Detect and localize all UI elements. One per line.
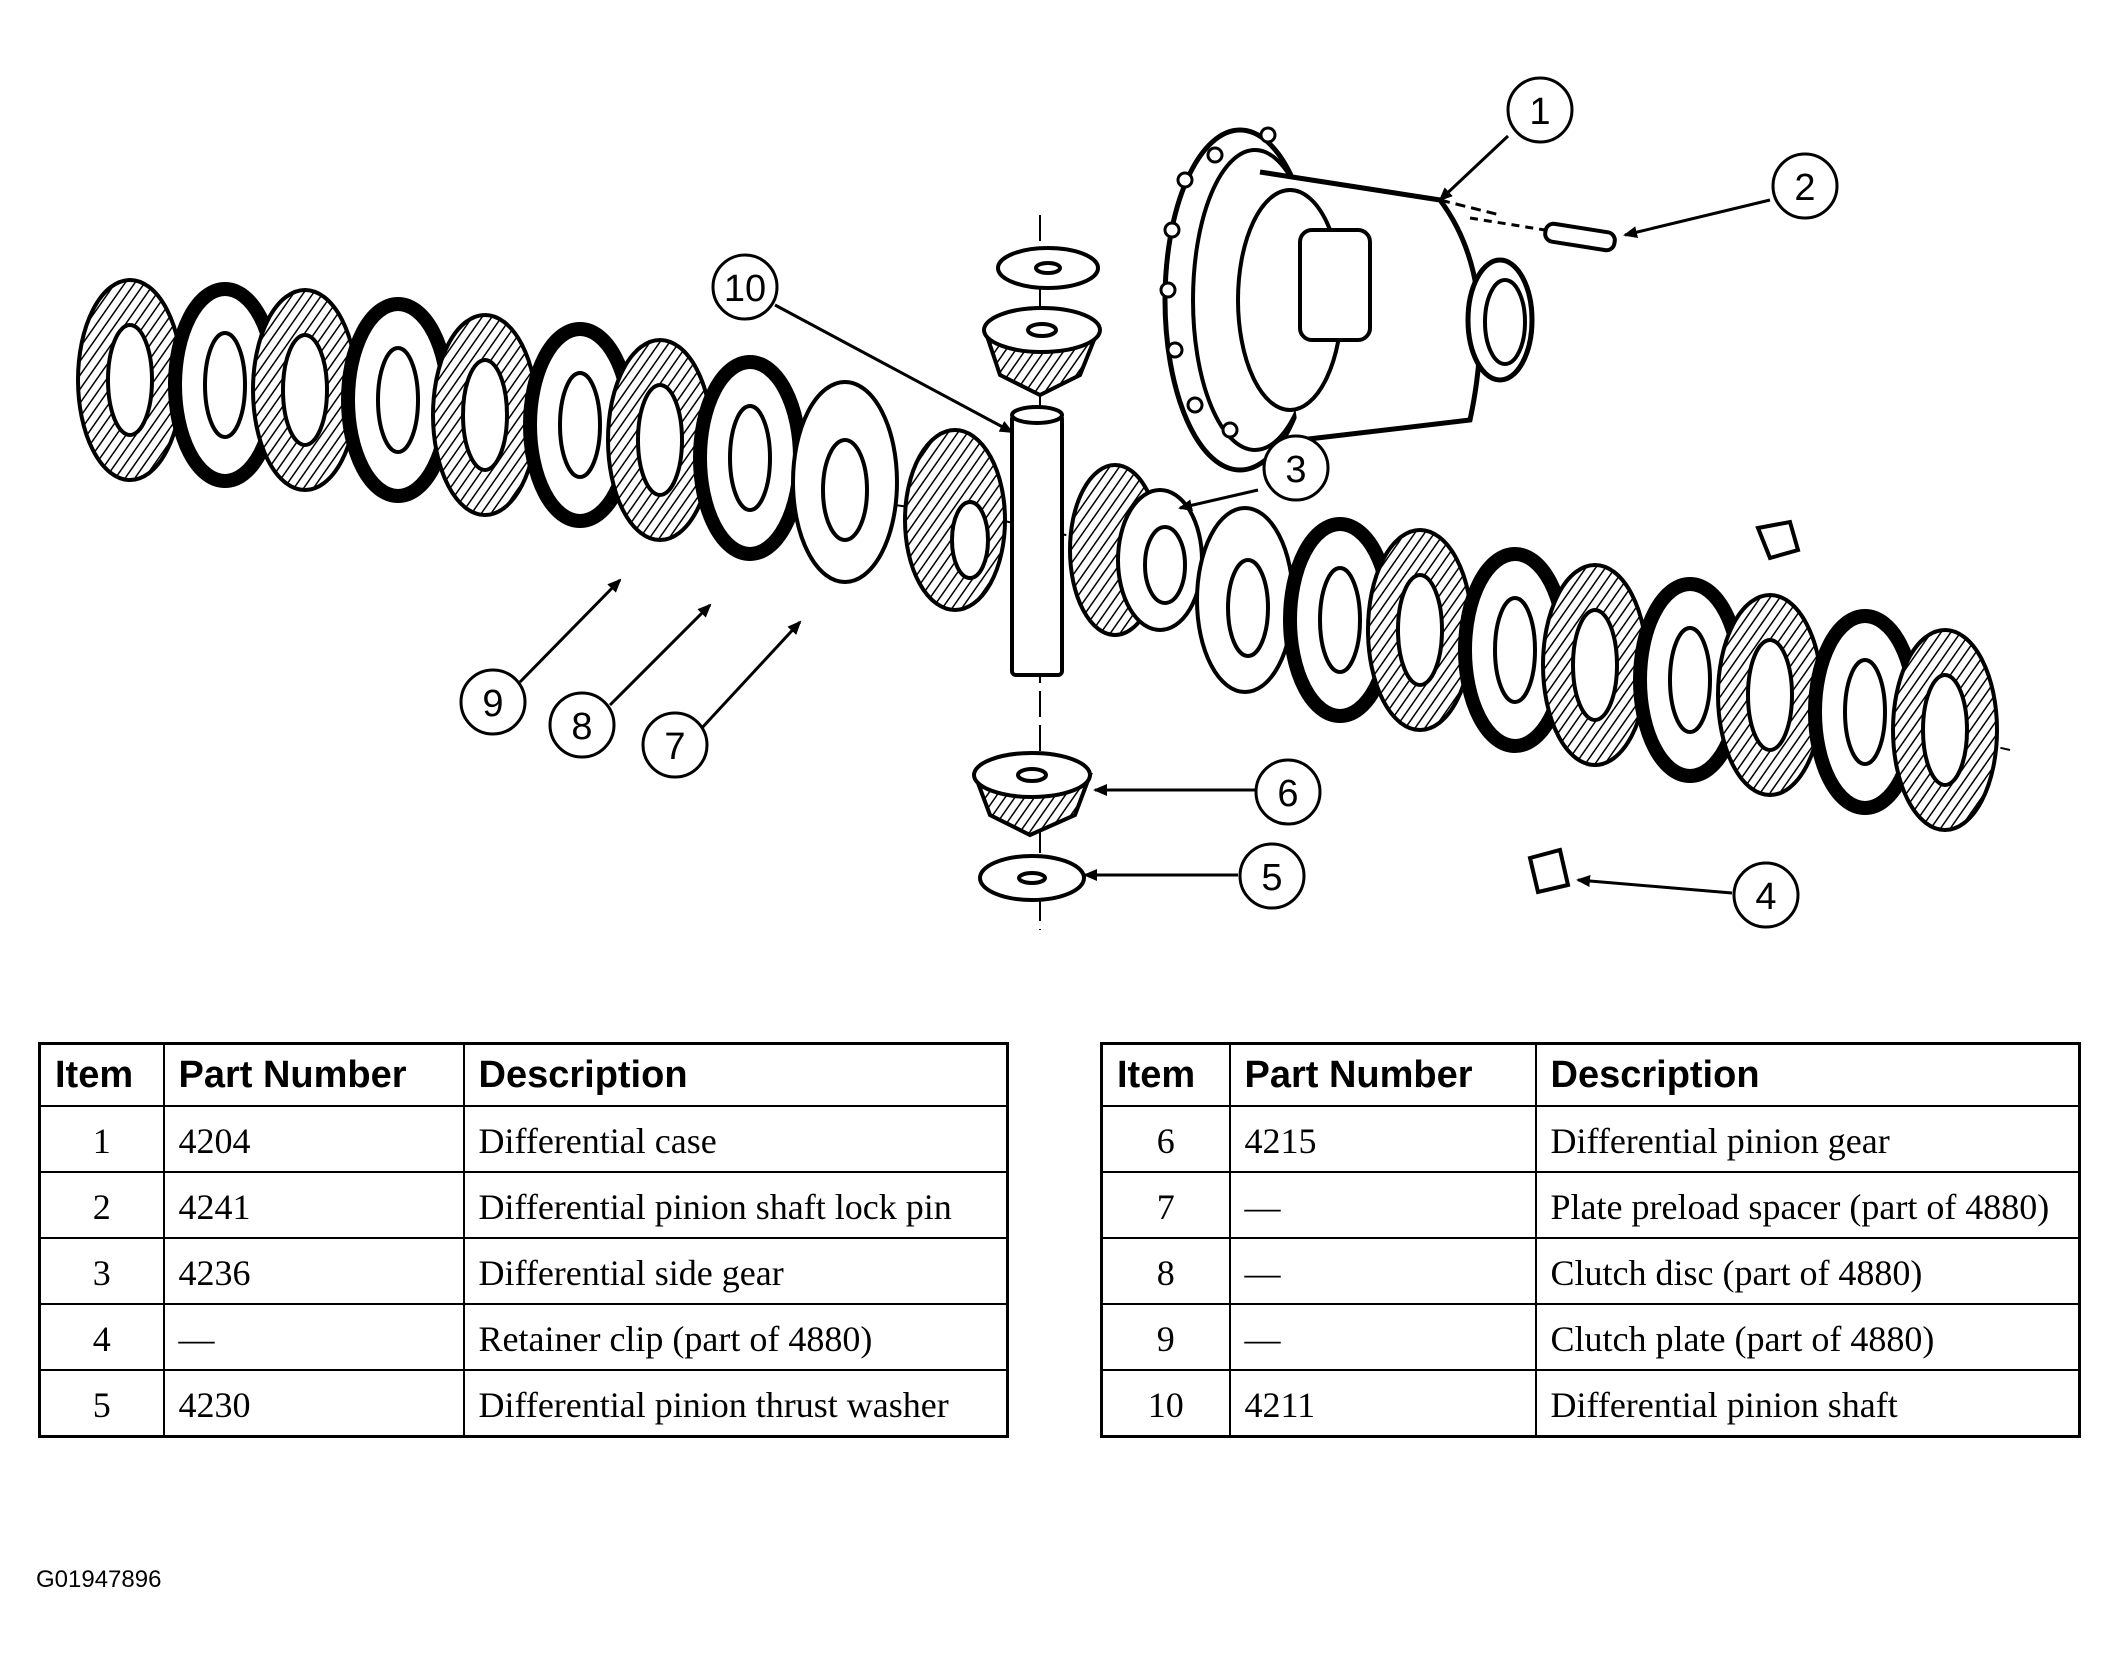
callout-5-label: 5 (1261, 857, 1282, 899)
callout-4-label: 4 (1755, 876, 1776, 918)
callout-2: 2 (1771, 152, 1839, 220)
table-row: 8 — Clutch disc (part of 4880) (1100, 1237, 2081, 1305)
cell-part-number: 4236 (162, 1237, 465, 1305)
callout-2-label: 2 (1794, 167, 1815, 209)
cell-item: 10 (1100, 1369, 1231, 1438)
cell-description: Differential pinion gear (1534, 1105, 2081, 1173)
header-item: Item (38, 1042, 165, 1107)
table-row: 6 4215 Differential pinion gear (1100, 1105, 2081, 1173)
lower-pinion-gear (972, 751, 1093, 838)
table-row: 10 4211 Differential pinion shaft (1100, 1369, 2081, 1438)
upper-pinion-gear (982, 246, 1102, 398)
cell-part-number: 4241 (162, 1171, 465, 1239)
table-row: 4 — Retainer clip (part of 4880) (38, 1303, 1009, 1371)
plate-preload-spacer (791, 380, 899, 584)
table-row: 7 — Plate preload spacer (part of 4880) (1100, 1171, 2081, 1239)
table-row: 2 4241 Differential pinion shaft lock pi… (38, 1171, 1009, 1239)
cell-part-number: — (1228, 1237, 1537, 1305)
cell-part-number: 4204 (162, 1105, 465, 1173)
left-side-gear (903, 428, 1007, 612)
pinion-shaft-lock-pin (1469, 216, 1617, 253)
differential-case (1159, 126, 1535, 473)
cell-part-number: 4215 (1228, 1105, 1537, 1173)
cell-description: Differential pinion thrust washer (462, 1369, 1009, 1438)
retainer-clips (1527, 519, 1801, 895)
callout-9-label: 9 (482, 683, 503, 725)
cell-description: Differential pinion shaft lock pin (462, 1171, 1009, 1239)
header-part-number: Part Number (1228, 1042, 1537, 1107)
header-description: Description (462, 1042, 1009, 1107)
parts-table-right: Item Part Number Description 6 4215 Diff… (1100, 1042, 2081, 1438)
callout-7: 7 (641, 711, 709, 779)
table-row: 5 4230 Differential pinion thrust washer (38, 1369, 1009, 1438)
cell-item: 5 (38, 1369, 165, 1438)
callout-4: 4 (1732, 861, 1800, 929)
cell-part-number: 4211 (1228, 1369, 1537, 1438)
table-row: 1 4204 Differential case (38, 1105, 1009, 1173)
differential-side-gear (1068, 463, 1204, 637)
cell-part-number: — (1228, 1171, 1537, 1239)
pinion-thrust-washer (978, 854, 1086, 902)
parts-table-left: Item Part Number Description 1 4204 Diff… (38, 1042, 1009, 1438)
cell-item: 1 (38, 1105, 165, 1173)
callout-leaders (518, 134, 1771, 895)
cell-item: 4 (38, 1303, 165, 1371)
callout-6-label: 6 (1277, 773, 1298, 815)
table-header-row: Item Part Number Description (38, 1042, 1009, 1107)
cell-part-number: 4230 (162, 1369, 465, 1438)
callout-5: 5 (1238, 842, 1306, 910)
callout-3-label: 3 (1285, 449, 1306, 491)
cell-description: Clutch plate (part of 4880) (1534, 1303, 2081, 1371)
cell-description: Plate preload spacer (part of 4880) (1534, 1171, 2081, 1239)
cell-description: Differential pinion shaft (1534, 1369, 2081, 1438)
table-row: 3 4236 Differential side gear (38, 1237, 1009, 1305)
callout-10-label: 10 (724, 268, 766, 310)
callout-8-label: 8 (571, 706, 592, 748)
cell-item: 2 (38, 1171, 165, 1239)
figure-id: G01947896 (36, 1566, 162, 1593)
callout-1-label: 1 (1529, 91, 1550, 133)
cell-item: 6 (1100, 1105, 1231, 1173)
header-description: Description (1534, 1042, 2081, 1107)
header-part-number: Part Number (162, 1042, 465, 1107)
cell-description: Differential case (462, 1105, 1009, 1173)
callout-9: 9 (459, 668, 527, 736)
left-clutch-pack (76, 278, 807, 561)
cell-item: 8 (1100, 1237, 1231, 1305)
table-header-row: Item Part Number Description (1100, 1042, 2081, 1107)
callout-6: 6 (1254, 758, 1322, 826)
table-row: 9 — Clutch plate (part of 4880) (1100, 1303, 2081, 1371)
cell-description: Clutch disc (part of 4880) (1534, 1237, 2081, 1305)
callout-3: 3 (1262, 434, 1330, 502)
right-clutch-pack (1283, 517, 1999, 832)
cell-part-number: — (1228, 1303, 1537, 1371)
cell-item: 7 (1100, 1171, 1231, 1239)
header-item: Item (1100, 1042, 1231, 1107)
callout-10: 10 (711, 253, 779, 321)
cell-description: Retainer clip (part of 4880) (462, 1303, 1009, 1371)
exploded-view-diagram: 1 2 3 4 5 6 7 8 9 10 (76, 76, 2011, 930)
right-preload-spacer (1195, 506, 1295, 694)
callout-1: 1 (1506, 76, 1574, 144)
cell-item: 9 (1100, 1303, 1231, 1371)
cell-part-number: — (162, 1303, 465, 1371)
cell-item: 3 (38, 1237, 165, 1305)
callout-8: 8 (548, 691, 616, 759)
callout-7-label: 7 (664, 726, 685, 768)
differential-pinion-shaft (1010, 405, 1064, 677)
cell-description: Differential side gear (462, 1237, 1009, 1305)
